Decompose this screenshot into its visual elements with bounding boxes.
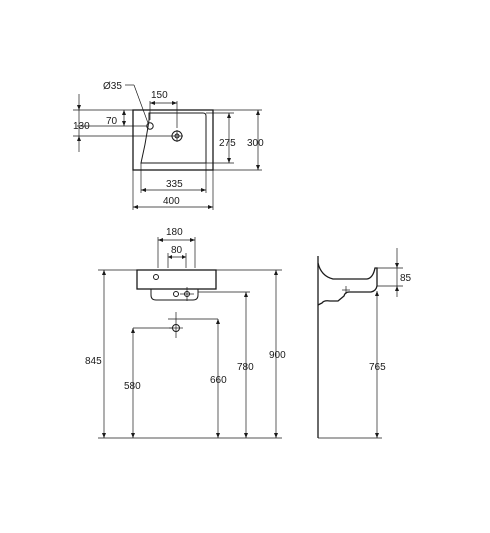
dim-845: 845 bbox=[85, 356, 102, 367]
dim-765: 765 bbox=[369, 362, 386, 373]
dim-150: 150 bbox=[151, 90, 168, 101]
dim-275: 275 bbox=[219, 138, 236, 149]
side-view-basin-profile bbox=[317, 262, 378, 306]
dim-580: 580 bbox=[124, 381, 141, 392]
dim-900: 900 bbox=[269, 350, 286, 361]
dim-85: 85 bbox=[400, 273, 412, 284]
dim-400: 400 bbox=[163, 196, 180, 207]
dim-80: 80 bbox=[171, 245, 183, 256]
dim-130: 130 bbox=[73, 121, 90, 132]
hole-diameter-label: Ø35 bbox=[103, 81, 122, 92]
front-view-basin bbox=[136, 269, 217, 290]
dim-70: 70 bbox=[106, 116, 118, 127]
top-view-inner-bowl bbox=[140, 112, 207, 164]
dim-300: 300 bbox=[247, 138, 264, 149]
top-view-basin-outline bbox=[132, 109, 214, 171]
dim-335: 335 bbox=[166, 179, 183, 190]
dim-660: 660 bbox=[210, 375, 227, 386]
dim-780: 780 bbox=[237, 362, 254, 373]
front-view-bowl bbox=[150, 289, 199, 301]
side-view: 85 765 bbox=[317, 248, 412, 439]
dim-180: 180 bbox=[166, 227, 183, 238]
front-view: 180 80 845 580 bbox=[85, 227, 286, 439]
top-view: Ø35 150 70 130 275 300 bbox=[73, 81, 264, 210]
